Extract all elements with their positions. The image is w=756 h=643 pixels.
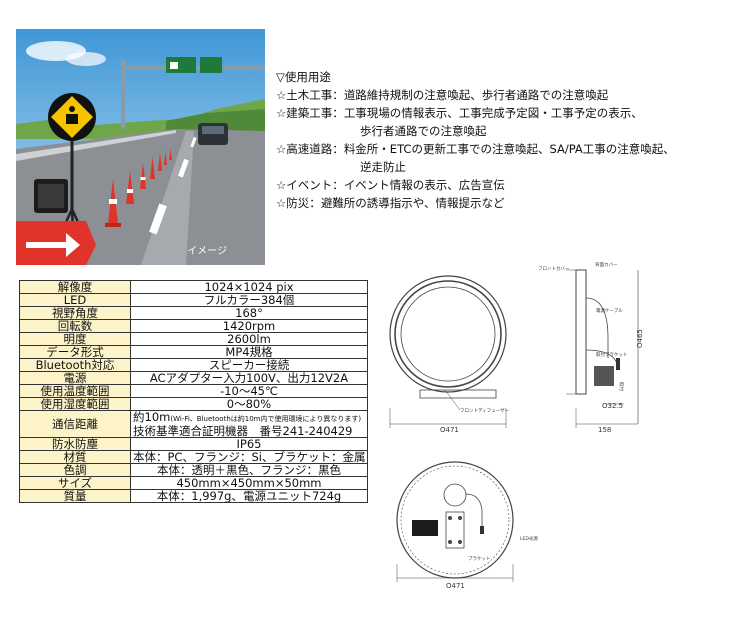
spec-key: サイズ [19,476,131,490]
usage-description: 避難所の誘導指示や、情報提示など [320,196,505,210]
usage-item-event: ☆イベント： イベント情報の表示、広告宣伝 [276,176,752,194]
spec-value: 本体：PC、フランジ：Si、ブラケット：金属 [130,450,368,464]
spec-value: 450mm×450mm×50mm [130,476,368,490]
mount-bracket-label: 取付ブラケット [596,351,628,358]
dimension-drawings: フロントディフューザー Ο471 フロントカバー 背面カバー 電源ケーブル 取付… [389,261,644,590]
usage-illustration: イメージ [16,29,265,265]
spec-key: 電源 [19,371,131,385]
spec-key: 回転数 [19,319,131,333]
usage-category: ☆土木工事： [276,88,344,102]
spec-key: 解像度 [19,280,131,294]
spec-key: 使用温度範囲 [19,384,131,398]
usage-description-cont: 歩行者通路での注意喚起 [360,124,487,138]
spec-key: Bluetooth対応 [19,358,131,372]
spec-note: (Wi-Fi、Bluetoothは約10m内で使用環境により異なります) [170,415,362,423]
usage-category: ☆建築工事： [276,106,344,120]
usage-section: ▽使用用途 ☆土木工事： 道路維持規制の注意喚起、歩行者通路での注意喚起 ☆建築… [276,68,752,212]
spec-key: 材質 [19,450,131,464]
spec-row: 使用温度範囲-10～45℃ [19,384,368,398]
spec-value-cert: 技術基準適合証明機器 番号241-240429 [133,424,353,438]
front-cover-label: フロントカバー [538,266,570,272]
usage-item-disaster: ☆防災： 避難所の誘導指示や、情報提示など [276,194,752,212]
dim-top-width: Ο471 [440,426,459,434]
side-note: 取付 [618,382,625,391]
usage-item-building: ☆建築工事： 工事現場の情報表示、工事完成予定図・工事予定の表示、 [276,104,752,122]
usage-description-cont: 逆走防止 [360,160,406,174]
front-view-drawing [389,275,507,428]
spec-key: 使用湿度範囲 [19,397,131,411]
usage-item-civil: ☆土木工事： 道路維持規制の注意喚起、歩行者通路での注意喚起 [276,86,752,104]
spec-value: -10～45℃ [130,384,368,398]
spec-value: 約10m [133,410,171,424]
usage-item-highway: ☆高速道路： 料金所・ETCの更新工事での注意喚起、SA/PA工事の注意喚起、 [276,140,752,158]
spec-key: 質量 [19,489,131,503]
bracket-label: ブラケット [468,555,491,562]
spec-key: 色調 [19,463,131,477]
usage-category: ☆高速道路： [276,142,344,156]
dim-bottom-width: Ο471 [446,582,465,590]
spec-value: 本体：1,997g、電源ユニット724g [130,489,368,503]
spec-value: 0～80% [130,397,368,411]
spec-row: 色調本体：透明＋黒色、フランジ：黒色 [19,463,368,477]
spec-key: 視野角度 [19,306,131,320]
usage-description: イベント情報の表示、広告宣伝 [343,178,505,192]
dim-depth: 158 [598,426,611,434]
power-cable-label: 電源ケーブル [596,307,623,314]
usage-heading: ▽使用用途 [276,70,331,84]
spec-value: IP65 [130,437,368,451]
rear-view-drawing [396,461,514,582]
spec-value: 1024×1024 pix [130,280,368,294]
road-scene-image [16,29,265,265]
usage-description: 工事現場の情報表示、工事完成予定図・工事予定の表示、 [343,106,643,120]
image-caption: イメージ [187,246,227,257]
spec-key: 通信距離 [19,410,131,438]
usage-description: 料金所・ETCの更新工事での注意喚起、SA/PA工事の注意喚起、 [343,142,675,156]
spec-value: ACアダプター入力100V、出力12V2A [130,371,368,385]
spec-row: 質量本体：1,997g、電源ユニット724g [19,489,368,503]
dim-mount: Ο32.5 [602,402,623,410]
front-label: フロントディフューザー [460,407,510,414]
spec-value-communication: 約10m(Wi-Fi、Bluetoothは約10m内で使用環境により異なります)… [130,410,368,438]
spec-value: 168° [130,306,368,320]
spec-value: フルカラー384個 [130,293,368,307]
led-label: LED光源 [520,535,538,542]
usage-category: ☆イベント： [276,178,344,192]
spec-key: LED [19,293,131,307]
spec-value: スピーカー接続 [130,358,368,372]
spec-row: Bluetooth対応スピーカー接続 [19,358,368,372]
usage-description: 道路維持規制の注意喚起、歩行者通路での注意喚起 [343,88,609,102]
spec-key: 防水防塵 [19,437,131,451]
spec-key: データ形式 [19,345,131,359]
dim-height: Ο465 [636,329,644,348]
spec-value: 本体：透明＋黒色、フランジ：黒色 [130,463,368,477]
spec-value: 1420rpm [130,319,368,333]
technical-drawings: フロントディフューザー Ο471 フロントカバー 背面カバー 電源ケーブル 取付… [380,258,756,638]
back-cover-label: 背面カバー [595,261,618,268]
spec-key: 明度 [19,332,131,346]
spec-value: 2600lm [130,332,368,346]
spec-value: MP4規格 [130,345,368,359]
usage-category: ☆防災： [276,196,321,210]
spec-row: 材質本体：PC、フランジ：Si、ブラケット：金属 [19,450,368,464]
side-view-drawing [566,269,639,428]
led-module-block [412,520,438,536]
spec-row: 通信距離 約10m(Wi-Fi、Bluetoothは約10m内で使用環境により異… [19,410,368,438]
